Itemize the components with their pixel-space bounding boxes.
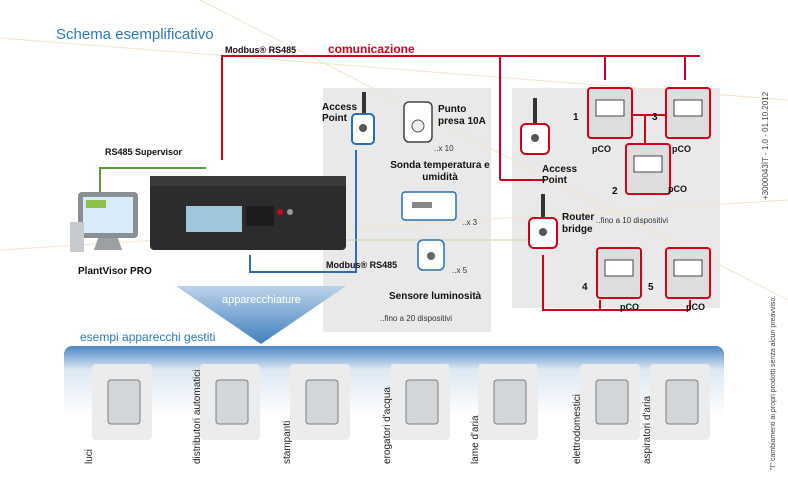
appliance-label: erogatori d'acqua <box>382 387 393 464</box>
appliance-card: elettrodomestici <box>572 364 640 464</box>
pco-label-4: pCO <box>620 302 639 312</box>
diagram-title: Schema esemplificativo <box>56 26 214 43</box>
power-socket-icon <box>403 101 433 143</box>
plantvisor-label: PlantVisor PRO <box>78 266 152 277</box>
appliance-label: aspiratori d'aria <box>642 395 653 464</box>
pco-device-2 <box>625 143 671 195</box>
apparecchiature-label: apparecchiature <box>222 294 301 306</box>
pco-device-1 <box>587 87 633 139</box>
disclaimer-note: "I" cambiamenti ai propri prodotti senza… <box>770 295 777 470</box>
appliance-label: stampanti <box>282 420 293 464</box>
appliance-label: lame d'aria <box>470 415 481 464</box>
access-point-1-icon <box>351 92 375 145</box>
access-point-1-label: Access Point <box>322 102 358 124</box>
pco-label-1: pCO <box>592 144 611 154</box>
number-4: 4 <box>582 282 588 293</box>
number-3: 3 <box>652 112 658 123</box>
sonda-label: Sonda temperatura e umidità <box>390 160 490 183</box>
appliance-label: luci <box>84 448 95 464</box>
appliance-card: erogatori d'acqua <box>382 364 450 464</box>
x3-label: ..x 3 <box>462 218 478 227</box>
sensore-label: Sensore luminosità <box>389 291 482 302</box>
number-5: 5 <box>648 282 654 293</box>
pco-device-4 <box>596 247 642 299</box>
fino-20-label: ..fino a 20 dispositivi <box>380 314 453 323</box>
router-bridge-icon <box>528 194 558 249</box>
esempi-label: esempi apparecchi gestiti <box>80 330 216 344</box>
air-extractor-icon <box>665 379 699 425</box>
appliance-card: aspiratori d'aria <box>642 364 710 464</box>
pco-device-3 <box>665 87 711 139</box>
access-point-2-icon <box>520 98 550 155</box>
access-point-2-label: Access Point <box>542 164 578 186</box>
dishwasher-icon <box>595 379 629 425</box>
appliance-card: lame d'aria <box>470 364 538 464</box>
document-code: +3000043IT - 1.0 - 01.10.2012 <box>761 91 770 200</box>
pco-label-2: pCO <box>668 184 687 194</box>
air-curtain-icon <box>493 379 527 425</box>
comunicazione-label: comunicazione <box>328 42 415 56</box>
modbus-top-label: Modbus® RS485 <box>225 45 297 55</box>
temperature-sensor-icon <box>401 191 457 221</box>
appliance-card: distributori automatici <box>192 364 260 464</box>
pco-label-5: pCO <box>686 302 705 312</box>
plantvisor-monitor-icon <box>70 192 138 252</box>
router-bridge-label: Router bridge <box>562 212 595 235</box>
lamp-icon <box>107 379 141 425</box>
appliance-card: luci <box>84 364 152 464</box>
modbus-bottom-label: Modbus® RS485 <box>326 260 398 270</box>
main-controller-device <box>150 176 346 250</box>
appliance-label: elettrodomestici <box>572 393 583 464</box>
punto-presa-label: Punto presa 10A <box>438 104 486 127</box>
x5-label: ..x 5 <box>452 266 468 275</box>
pco-device-5 <box>665 247 711 299</box>
apparecchiature-funnel <box>176 286 346 344</box>
water-dispenser-icon <box>405 379 439 425</box>
appliance-label: distributori automatici <box>192 369 203 464</box>
number-1: 1 <box>573 112 579 123</box>
x10-label: ..x 10 <box>434 144 454 153</box>
appliance-card: stampanti <box>282 364 350 464</box>
light-sensor-icon <box>417 239 445 271</box>
fino-10-label: ..fino a 10 dispositivi <box>596 216 669 225</box>
vending-machine-icon <box>215 379 249 425</box>
printer-icon <box>305 379 339 425</box>
number-2: 2 <box>612 186 618 197</box>
pco-label-3: pCO <box>672 144 691 154</box>
rs485-supervisor-label: RS485 Supervisor <box>105 147 183 157</box>
